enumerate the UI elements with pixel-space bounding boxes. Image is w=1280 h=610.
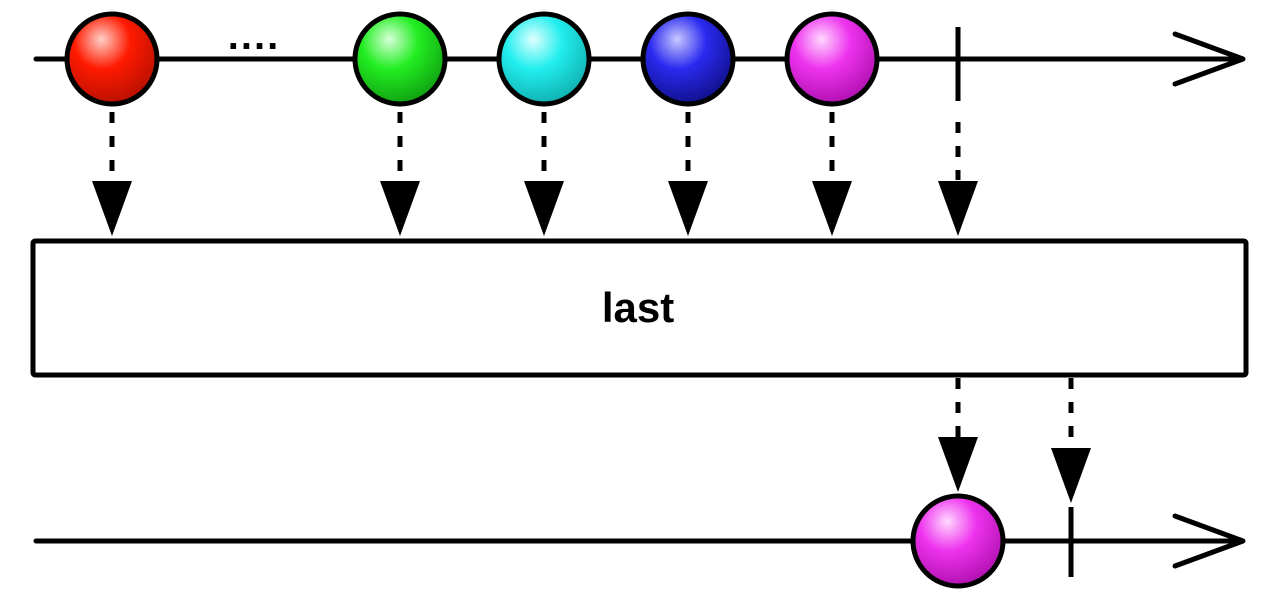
green-marble [352, 11, 448, 107]
result-timeline-arrowhead [1172, 513, 1246, 569]
input-arrow-3-arrowhead [524, 181, 564, 236]
source-timeline-arrowhead [1172, 31, 1246, 87]
operator-box: last [30, 238, 1249, 378]
source-ellipsis: .... [228, 14, 280, 58]
result-timeline [33, 493, 1246, 589]
output-arrow-completion-arrowhead [1051, 448, 1091, 503]
input-arrow-5-arrowhead [812, 181, 852, 236]
red-marble [64, 11, 160, 107]
output-arrow-value-arrowhead [938, 437, 978, 492]
cyan-marble [496, 11, 592, 107]
blue-marble [640, 11, 736, 107]
operator-box-frame [30, 238, 1249, 378]
output-arrows [938, 378, 1091, 503]
input-arrow-4-arrowhead [668, 181, 708, 236]
input-arrow-completion-arrowhead [938, 181, 978, 236]
operator-label: last [602, 284, 674, 331]
input-arrow-1-arrowhead [92, 181, 132, 236]
magenta-marble [910, 493, 1006, 589]
result-marbles [910, 493, 1006, 589]
source-timeline: .... [33, 11, 1246, 107]
input-arrow-2-arrowhead [380, 181, 420, 236]
magenta-marble [784, 11, 880, 107]
source-marbles [64, 11, 880, 107]
input-arrows [92, 112, 978, 236]
